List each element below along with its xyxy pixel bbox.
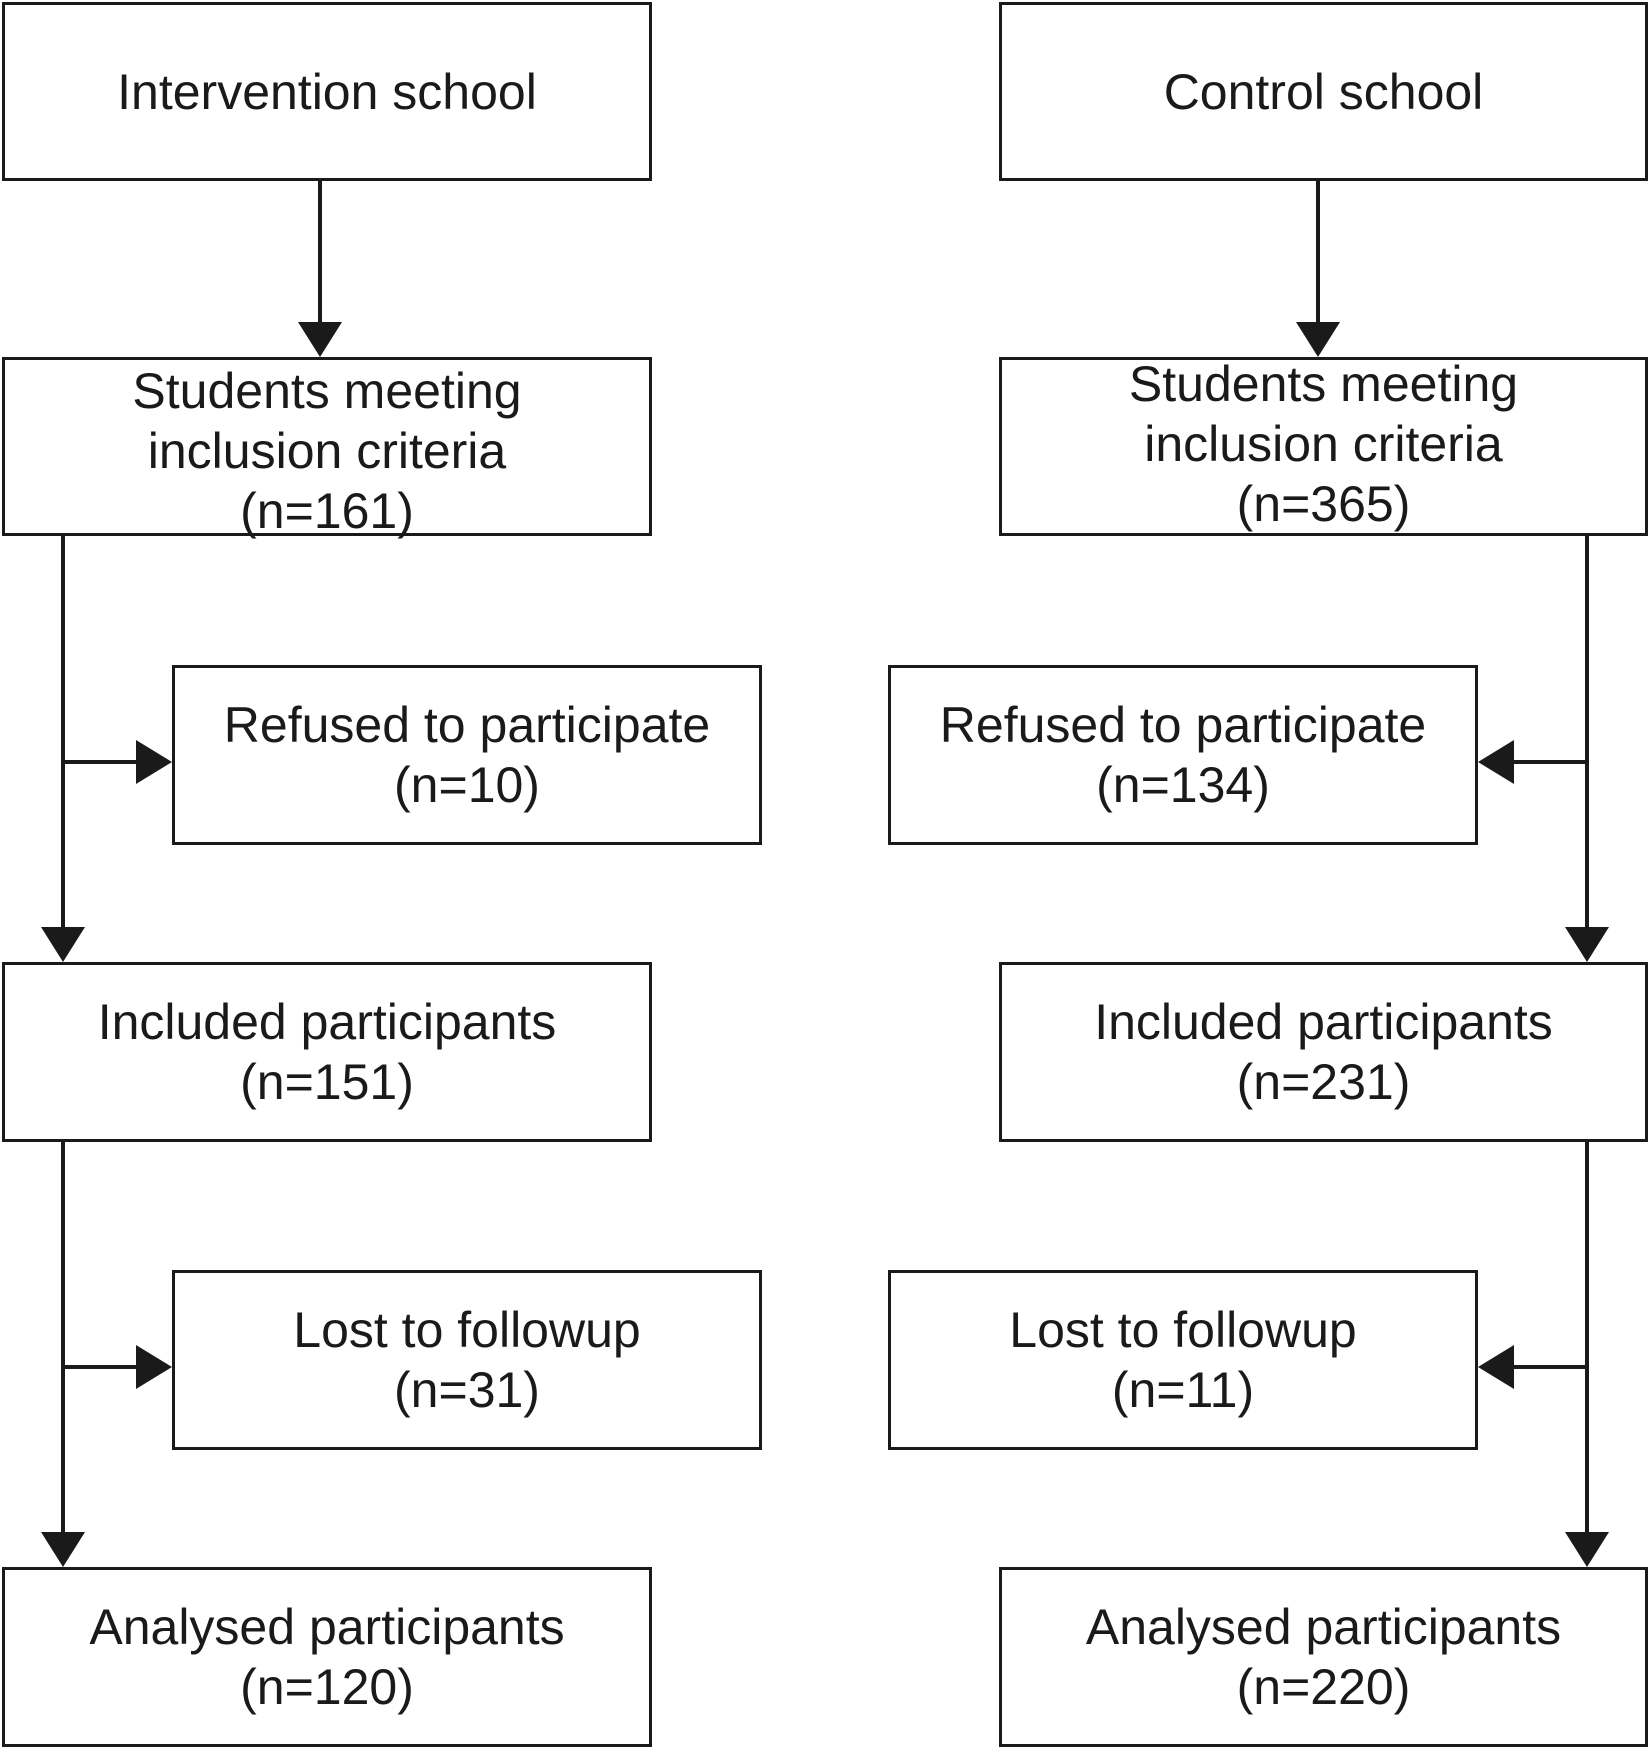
analysed-count: (n=220): [1236, 1659, 1411, 1715]
analysed-label: Analysed participants: [89, 1599, 565, 1655]
meeting-criteria-line2: inclusion criteria: [1144, 415, 1503, 472]
meeting-criteria-line1: Students meeting: [132, 362, 522, 419]
arrowhead-down: [1565, 1532, 1609, 1567]
refused-count: (n=134): [1096, 757, 1270, 813]
included-label: Included participants: [97, 994, 557, 1050]
control-refused-box: Refused to participate (n=134): [888, 665, 1478, 845]
arrowhead-down: [1565, 927, 1609, 962]
refused-count: (n=10): [394, 757, 540, 813]
control-school-box: Control school: [999, 2, 1648, 181]
included-count: (n=231): [1236, 1054, 1411, 1110]
intervention-meeting-criteria-box: Students meeting inclusion criteria (n=1…: [2, 357, 652, 539]
included-label: Included participants: [1094, 994, 1553, 1050]
lost-label: Lost to followup: [293, 1302, 641, 1358]
lost-count: (n=11): [1111, 1362, 1255, 1418]
arrowhead-down: [1296, 322, 1340, 357]
intervention-analysed-box: Analysed participants (n=120): [2, 1567, 652, 1747]
control-analysed-box: Analysed participants (n=220): [999, 1567, 1648, 1747]
analysed-count: (n=120): [240, 1659, 414, 1715]
meeting-criteria-line2: inclusion criteria: [147, 422, 507, 479]
arrowhead-left: [1478, 740, 1514, 784]
lost-count: (n=31): [394, 1362, 540, 1418]
arrowhead-down: [41, 1532, 85, 1567]
control-lost-box: Lost to followup (n=11): [888, 1270, 1478, 1450]
intervention-refused-box: Refused to participate (n=10): [172, 665, 762, 845]
arrowhead-left: [1478, 1345, 1514, 1389]
control-meeting-criteria-box: Students meeting inclusion criteria (n=3…: [999, 355, 1648, 536]
arrowhead-down: [298, 322, 342, 357]
arrowhead-down: [41, 927, 85, 962]
control-included-box: Included participants (n=231): [999, 962, 1648, 1142]
intervention-included-box: Included participants (n=151): [2, 962, 652, 1142]
intervention-lost-box: Lost to followup (n=31): [172, 1270, 762, 1450]
analysed-label: Analysed participants: [1085, 1599, 1562, 1655]
arrowhead-right: [136, 1345, 172, 1389]
meeting-criteria-count: (n=365): [1236, 475, 1411, 532]
arrowhead-right: [136, 740, 172, 784]
intervention-school-label: Intervention school: [117, 63, 537, 120]
intervention-school-box: Intervention school: [2, 2, 652, 181]
lost-label: Lost to followup: [1009, 1302, 1357, 1358]
included-count: (n=151): [240, 1054, 414, 1110]
control-school-label: Control school: [1163, 63, 1484, 120]
refused-label: Refused to participate: [223, 697, 711, 753]
refused-label: Refused to participate: [939, 697, 1427, 753]
meeting-criteria-count: (n=161): [240, 482, 414, 539]
meeting-criteria-line1: Students meeting: [1128, 355, 1519, 412]
